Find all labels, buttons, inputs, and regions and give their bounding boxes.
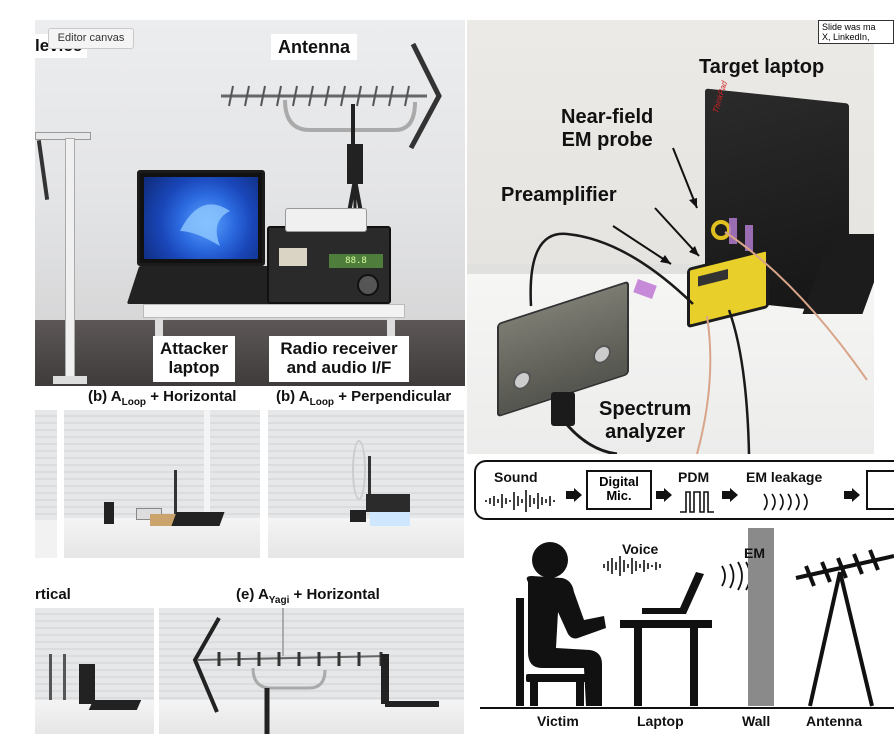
sound-label: Sound	[494, 469, 538, 485]
desk-laptop-figure	[620, 572, 712, 706]
voice-wave-icon	[603, 556, 661, 576]
caption-loop-perpendicular: (b) ALoop + Perpendicular	[276, 388, 452, 408]
receiver-box-partial	[866, 470, 894, 510]
caption-loop-horizontal: (b) ALoop + Horizontal	[88, 388, 237, 408]
antenna-figure	[795, 549, 894, 707]
pdm-pulse-icon	[680, 491, 714, 513]
laptop-label: Laptop	[637, 713, 684, 729]
attacker-laptop-screen	[137, 170, 265, 266]
desk-frame	[35, 132, 91, 140]
attack-scenario-illustration	[480, 528, 894, 709]
victim-figure	[516, 542, 606, 706]
photo-loop-perpendicular	[268, 410, 464, 558]
caption-vertical: rtical	[35, 586, 71, 603]
antenna-label: Antenna	[271, 34, 357, 60]
em-label: EM	[744, 545, 765, 561]
preamplifier-label: Preamplifier	[501, 184, 617, 206]
cables	[529, 147, 868, 454]
yagi-antenna-photo	[221, 42, 442, 168]
photo-loop-horizontal	[64, 410, 260, 558]
target-laptop-label: Target laptop	[699, 56, 825, 78]
photo-partial-left	[35, 410, 57, 558]
audio-interface	[285, 208, 367, 232]
arrow-right-icon	[656, 488, 672, 502]
sound-waveform-icon	[485, 490, 555, 512]
photo-vertical	[35, 608, 154, 734]
arrow-right-icon	[722, 488, 738, 502]
radio-receiver: 88.8	[267, 226, 391, 304]
table	[143, 304, 405, 318]
photo-yagi-horizontal	[159, 608, 464, 734]
caption-yagi-horizontal: (e) AYagi + Horizontal	[236, 586, 380, 606]
em-leakage-label: EM leakage	[746, 469, 823, 485]
antenna-label-diagram: Antenna	[806, 713, 862, 729]
wall-label: Wall	[742, 713, 771, 729]
voice-label: Voice	[622, 541, 659, 557]
photo-target-setup: ThinkPad	[467, 20, 874, 454]
arrow-right-icon	[844, 488, 860, 502]
wall-figure	[748, 528, 774, 706]
pdm-label: PDM	[678, 469, 710, 485]
victim-label: Victim	[537, 713, 579, 729]
editor-canvas-tag: Editor canvas	[48, 28, 134, 49]
arrow-right-icon	[566, 488, 582, 502]
em-wave-icon	[763, 493, 808, 511]
